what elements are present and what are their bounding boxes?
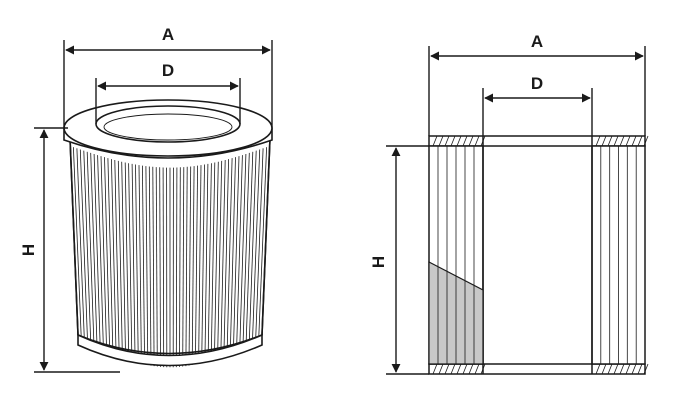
wall-pleat-lines — [437, 146, 637, 364]
dim-a-right — [428, 46, 646, 136]
dim-a-label-right: A — [531, 32, 543, 51]
dim-h-right — [386, 145, 429, 375]
top-cap-section — [428, 135, 646, 147]
dim-a-left — [63, 40, 273, 128]
dim-h-label-left: H — [19, 244, 38, 256]
dim-h-label-right: H — [369, 256, 388, 268]
dim-h-left — [34, 127, 120, 373]
section-view — [428, 135, 649, 375]
cap-hatching — [432, 135, 649, 375]
bottom-cap-section — [428, 363, 646, 375]
dim-a-label-left: A — [162, 25, 174, 44]
inner-opening — [95, 105, 241, 143]
inner-opening-lip — [103, 113, 233, 141]
dim-d-label-right: D — [531, 74, 543, 93]
bottom-end-cap — [77, 333, 263, 367]
dim-d-left — [95, 78, 241, 124]
perspective-view — [63, 99, 273, 368]
body-outline — [69, 137, 271, 336]
pleat-lines — [73, 147, 267, 368]
dim-d-right — [482, 88, 593, 136]
dim-d-label-left: D — [162, 61, 174, 80]
